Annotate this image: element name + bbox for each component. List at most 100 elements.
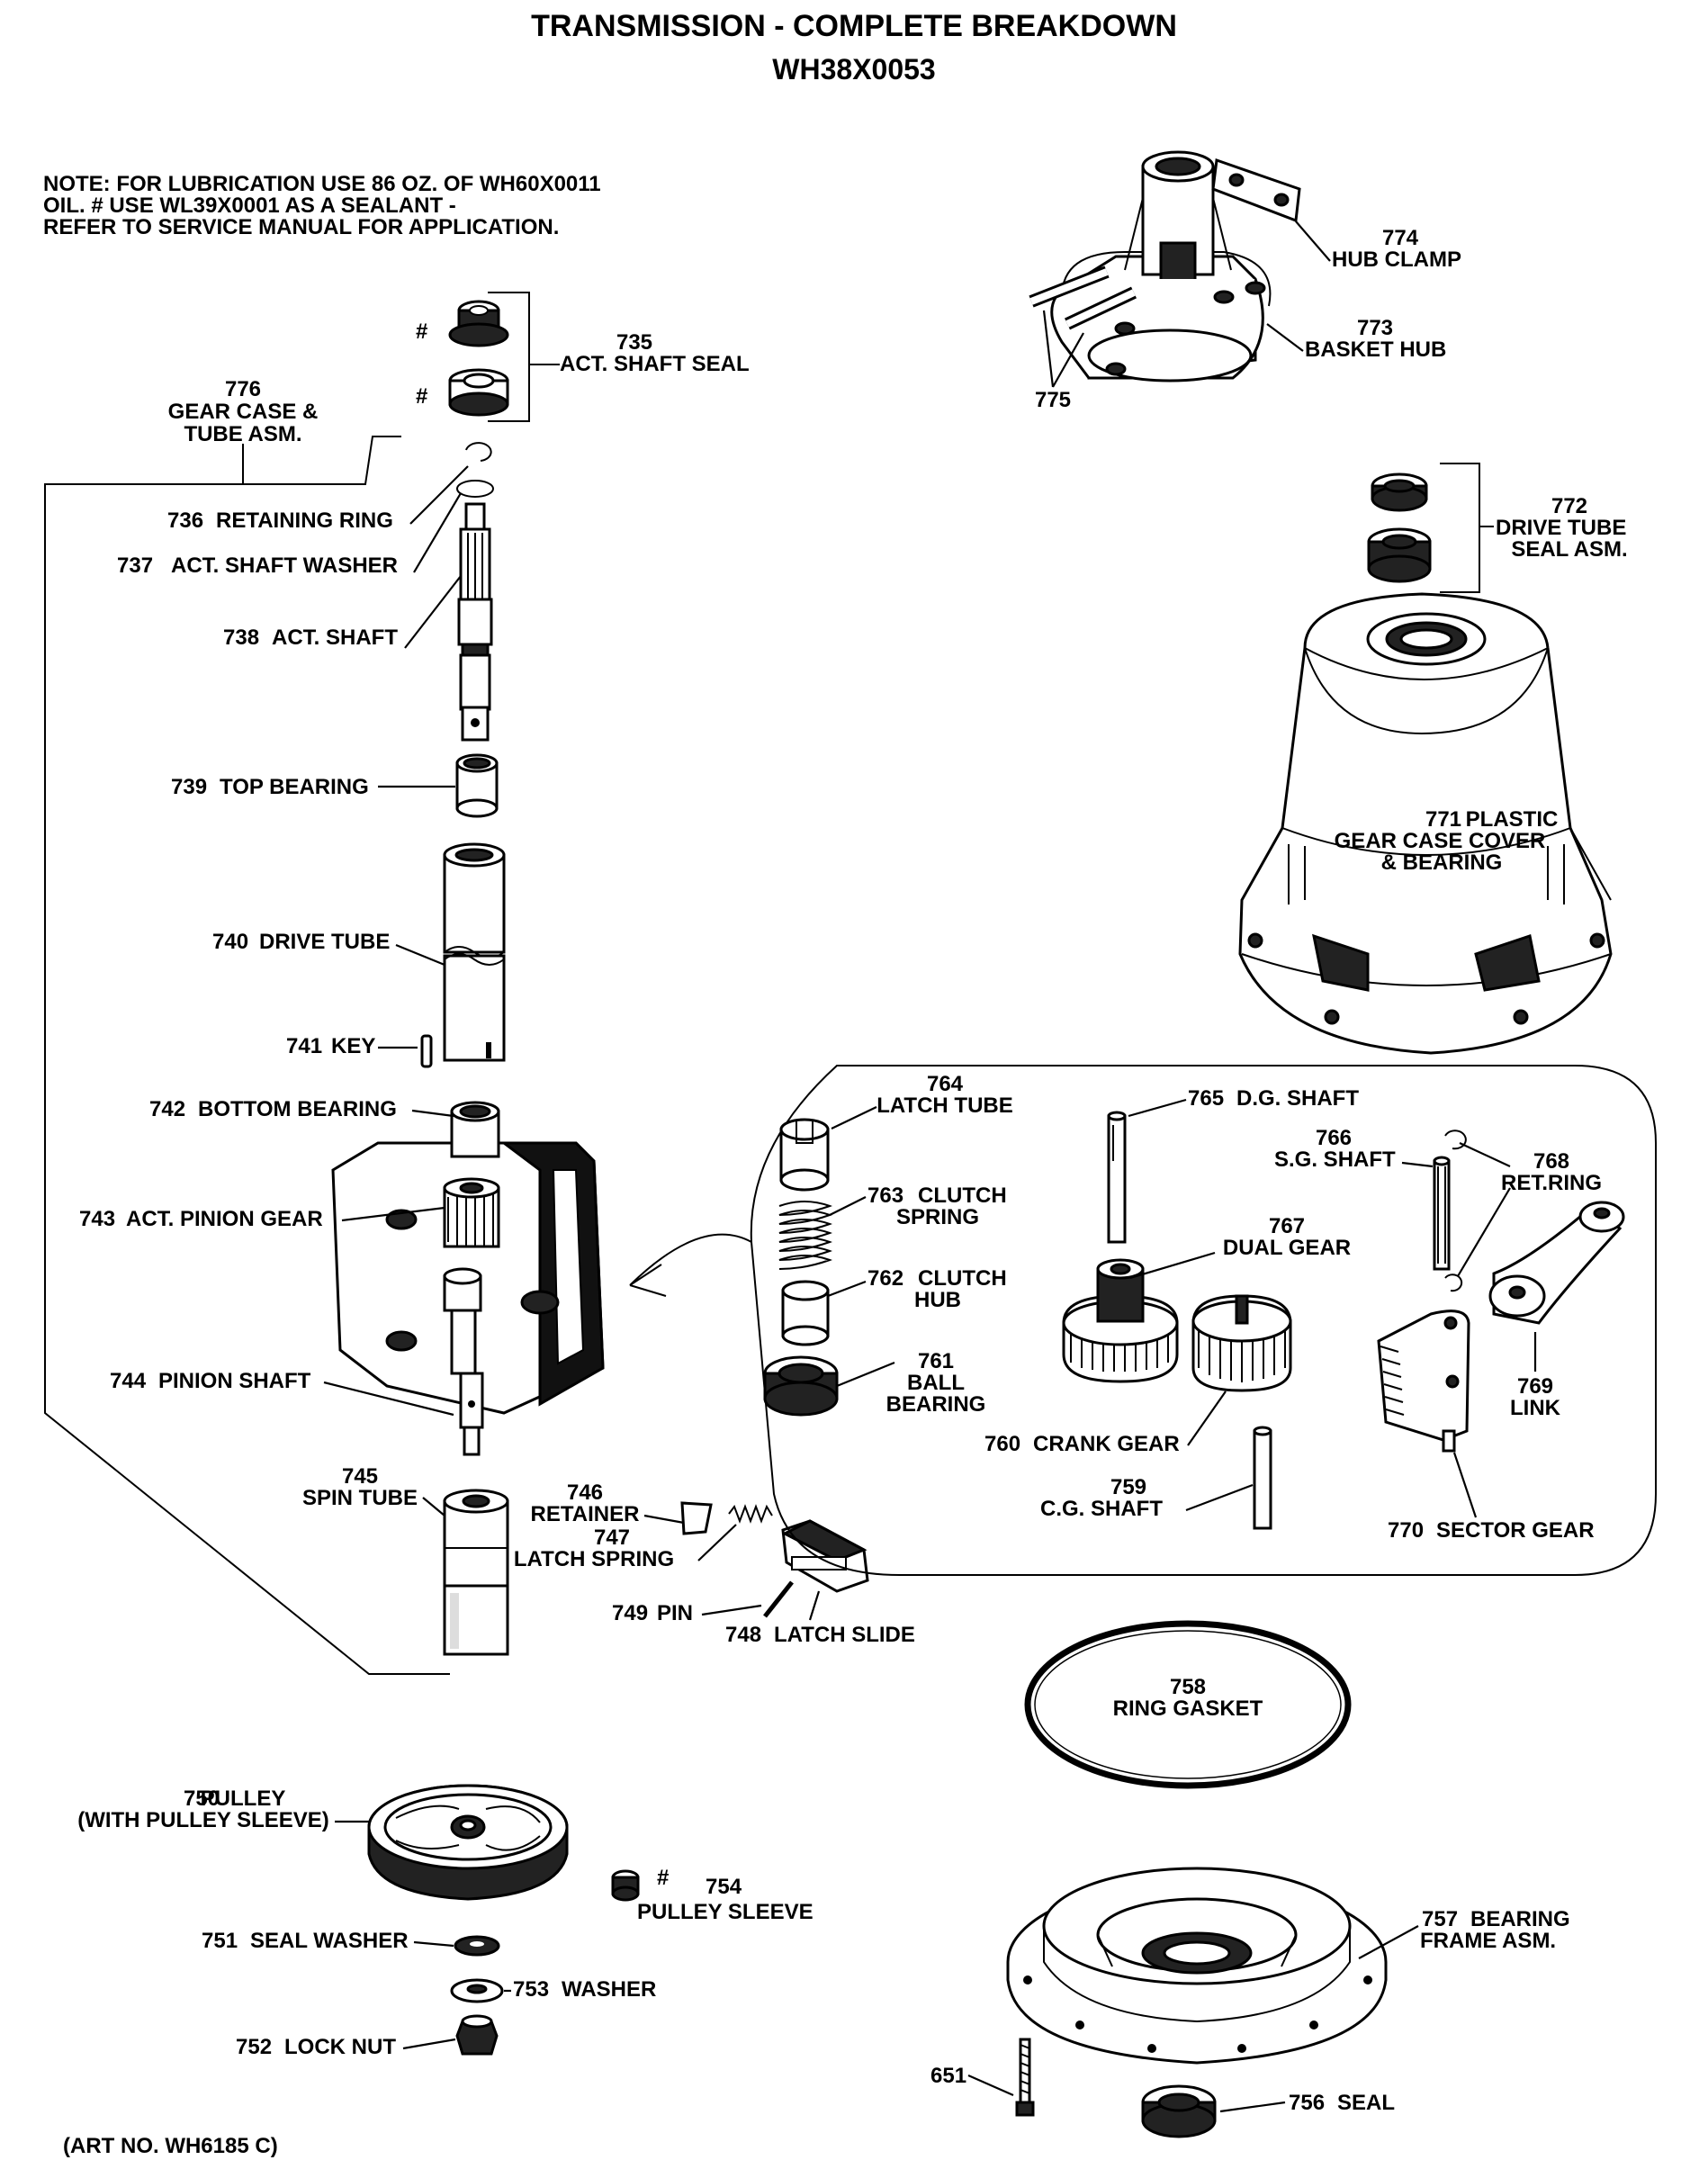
leader-745 bbox=[422, 1497, 445, 1516]
label-771-num: 771 bbox=[1425, 807, 1461, 832]
label-753-num: 753 bbox=[513, 1977, 549, 2002]
hash-mark-2: # bbox=[416, 384, 427, 409]
hub-bolts-icon bbox=[1029, 266, 1137, 330]
gear-case-group-outline bbox=[44, 436, 450, 1675]
drive-tube-icon bbox=[443, 842, 506, 1062]
label-765-num: 765 bbox=[1188, 1086, 1224, 1111]
hash-mark-3: # bbox=[657, 1866, 669, 1890]
label-757-name: BEARING bbox=[1470, 1907, 1570, 1931]
label-769-num: 769 bbox=[1517, 1374, 1553, 1399]
screw-icon bbox=[1015, 2038, 1035, 2117]
pin-icon bbox=[763, 1580, 794, 1618]
pulley-sleeve-icon bbox=[611, 1869, 640, 1902]
retaining-ring-icon bbox=[465, 442, 492, 462]
detail-arrow bbox=[629, 1233, 752, 1297]
label-763-name2: SPRING bbox=[896, 1205, 979, 1229]
act-shaft-seal-icon bbox=[448, 300, 509, 417]
retainer-icon bbox=[680, 1501, 713, 1535]
label-774-name: HUB CLAMP bbox=[1332, 248, 1461, 272]
seal-bracket bbox=[488, 292, 530, 422]
model-number: WH38X0053 bbox=[772, 53, 935, 86]
label-738-name: ACT. SHAFT bbox=[272, 626, 398, 650]
label-735-num: 735 bbox=[616, 330, 652, 355]
label-766-name: S.G. SHAFT bbox=[1274, 1148, 1396, 1172]
label-746-name: RETAINER bbox=[531, 1502, 640, 1526]
leader-752 bbox=[402, 2038, 456, 2050]
label-768-name: RET.RING bbox=[1501, 1171, 1602, 1195]
key-icon bbox=[420, 1034, 433, 1068]
note-line-2: OIL. # USE WL39X0001 AS A SEALANT - bbox=[43, 194, 456, 218]
label-750-name2: (WITH PULLEY SLEEVE) bbox=[77, 1808, 329, 1832]
label-758-num: 758 bbox=[1170, 1675, 1206, 1699]
label-651-num: 651 bbox=[930, 2064, 966, 2088]
crank-gear-icon bbox=[1191, 1294, 1292, 1392]
leader-756 bbox=[1219, 2101, 1286, 2113]
leader-757 bbox=[1358, 1925, 1419, 1959]
label-767-num: 767 bbox=[1269, 1214, 1305, 1238]
label-772-num: 772 bbox=[1551, 494, 1587, 518]
label-736-num: 736 bbox=[167, 508, 203, 533]
label-754-name: PULLEY SLEEVE bbox=[637, 1900, 814, 1924]
latch-slide-icon bbox=[781, 1519, 869, 1593]
label-743-num: 743 bbox=[79, 1207, 115, 1231]
label-749-num: 749 bbox=[612, 1601, 648, 1625]
leader-738 bbox=[404, 575, 462, 649]
shaft-washer-icon bbox=[456, 480, 494, 498]
clutch-spring-icon bbox=[778, 1201, 832, 1270]
label-770-name: SECTOR GEAR bbox=[1436, 1518, 1595, 1543]
drive-tube-seal-icon bbox=[1367, 472, 1432, 583]
ball-bearing-icon bbox=[763, 1355, 839, 1417]
leader-743 bbox=[341, 1206, 445, 1222]
label-772-name: DRIVE TUBE bbox=[1496, 516, 1626, 540]
leader-747 bbox=[697, 1524, 737, 1562]
leader-766 bbox=[1401, 1161, 1434, 1168]
label-756-num: 756 bbox=[1289, 2091, 1325, 2115]
label-775-num: 775 bbox=[1035, 388, 1071, 412]
label-757-num: 757 bbox=[1422, 1907, 1458, 1931]
label-750-name: PULLEY bbox=[201, 1786, 286, 1811]
label-736-name: RETAINING RING bbox=[216, 508, 393, 533]
leader-748 bbox=[808, 1590, 821, 1621]
label-740-num: 740 bbox=[212, 930, 248, 954]
label-742-num: 742 bbox=[149, 1097, 185, 1121]
leader-764 bbox=[831, 1106, 877, 1130]
label-746-num: 746 bbox=[567, 1480, 603, 1505]
leader-751 bbox=[413, 1940, 454, 1948]
leader-651 bbox=[967, 2074, 1014, 2097]
hub-clamp-icon bbox=[1211, 158, 1301, 223]
label-763-num: 763 bbox=[867, 1184, 903, 1208]
label-758-name: RING GASKET bbox=[1113, 1696, 1263, 1721]
label-766-num: 766 bbox=[1316, 1126, 1352, 1150]
label-739-name: TOP BEARING bbox=[220, 775, 369, 799]
cg-shaft-icon bbox=[1253, 1426, 1272, 1530]
dg-shaft-icon bbox=[1107, 1111, 1127, 1244]
page-title: TRANSMISSION - COMPLETE BREAKDOWN bbox=[531, 9, 1177, 43]
label-773-num: 773 bbox=[1357, 316, 1393, 340]
gear-case-cover-icon bbox=[1238, 592, 1613, 1055]
label-764-name: LATCH TUBE bbox=[876, 1094, 1013, 1118]
latch-tube-icon bbox=[779, 1118, 830, 1192]
leader-767 bbox=[1129, 1251, 1216, 1280]
bearing-frame-icon bbox=[1006, 1867, 1388, 2065]
label-740-name: DRIVE TUBE bbox=[259, 930, 390, 954]
label-738-num: 738 bbox=[223, 626, 259, 650]
label-764-num: 764 bbox=[927, 1072, 964, 1096]
gear-detail-box bbox=[750, 1065, 1657, 1576]
note-line-3: REFER TO SERVICE MANUAL FOR APPLICATION. bbox=[43, 215, 559, 239]
label-776-num: 776 bbox=[225, 377, 261, 401]
label-739-num: 739 bbox=[171, 775, 207, 799]
leader-760 bbox=[1187, 1390, 1227, 1446]
label-735-name: ACT. SHAFT SEAL bbox=[560, 352, 750, 376]
hash-mark-1: # bbox=[416, 320, 427, 344]
label-744-name: PINION SHAFT bbox=[158, 1369, 311, 1393]
label-762-name: CLUTCH bbox=[918, 1266, 1007, 1291]
seal-asm-bracket bbox=[1440, 463, 1480, 593]
basket-hub-icon bbox=[1050, 150, 1272, 382]
label-748-num: 748 bbox=[725, 1623, 761, 1647]
link-icon bbox=[1488, 1201, 1625, 1325]
act-shaft-icon bbox=[457, 502, 493, 742]
label-773-name: BASKET HUB bbox=[1305, 338, 1446, 362]
gear-case-icon bbox=[331, 1101, 605, 1415]
label-743-name: ACT. PINION GEAR bbox=[126, 1207, 323, 1231]
